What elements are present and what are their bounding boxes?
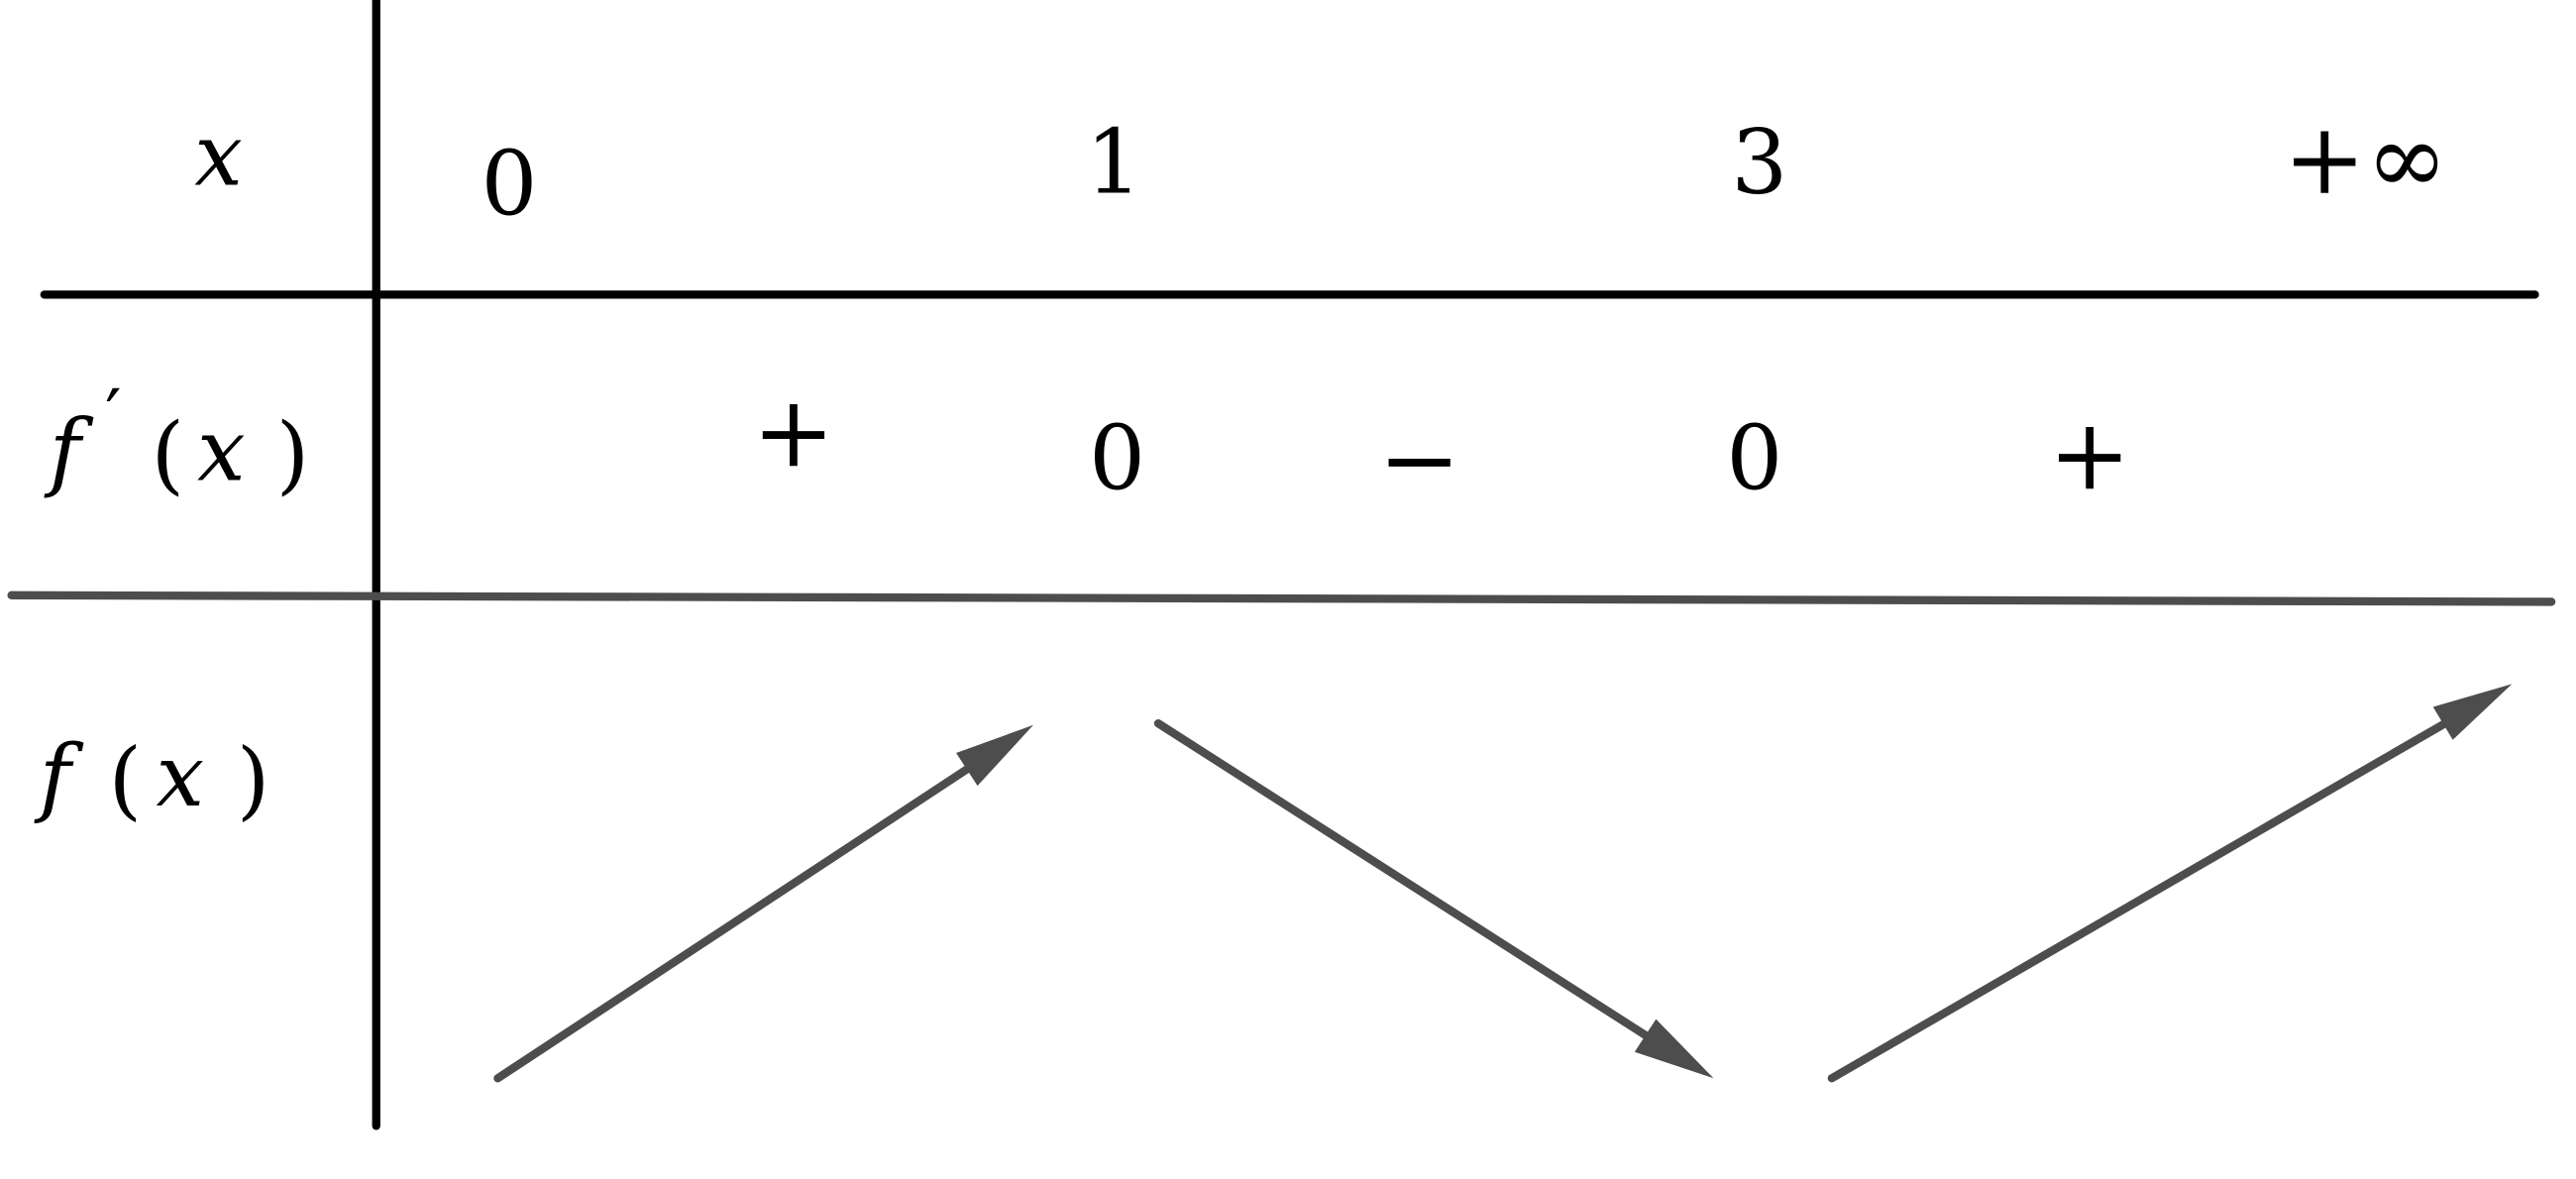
x-value-3: 3 [1731,112,1787,215]
sign-row-divider [7,590,2556,606]
label-f: f [34,727,84,826]
label-paren-close: ) [237,730,270,829]
sign-plus-2: + [2049,398,2131,512]
x-value-infinity: +∞ [2284,103,2448,217]
row-label-x: x [194,106,243,205]
x-value-1: 1 [1086,112,1142,215]
arrow-increasing-1 [493,724,1033,1083]
x-value-0: 0 [482,133,538,236]
sign-plus-1: + [752,375,834,489]
label-paren-open: ( [108,730,142,829]
row-label-function: f ( x ) [34,727,270,829]
label-f: f [44,402,94,501]
label-paren-open: ( [152,405,185,504]
label-var: x [157,727,205,826]
label-paren-close: ) [276,405,310,504]
arrow-decreasing [1153,718,1714,1079]
label-prime: ′ [105,375,122,459]
arrow-increasing-2 [1827,684,2513,1083]
sign-zero-1: 0 [1089,407,1145,510]
sign-minus: − [1378,403,1460,517]
sign-zero-2: 0 [1726,407,1782,510]
label-var: x [197,402,246,501]
row-label-derivative: f ′ ( x ) [44,375,309,504]
